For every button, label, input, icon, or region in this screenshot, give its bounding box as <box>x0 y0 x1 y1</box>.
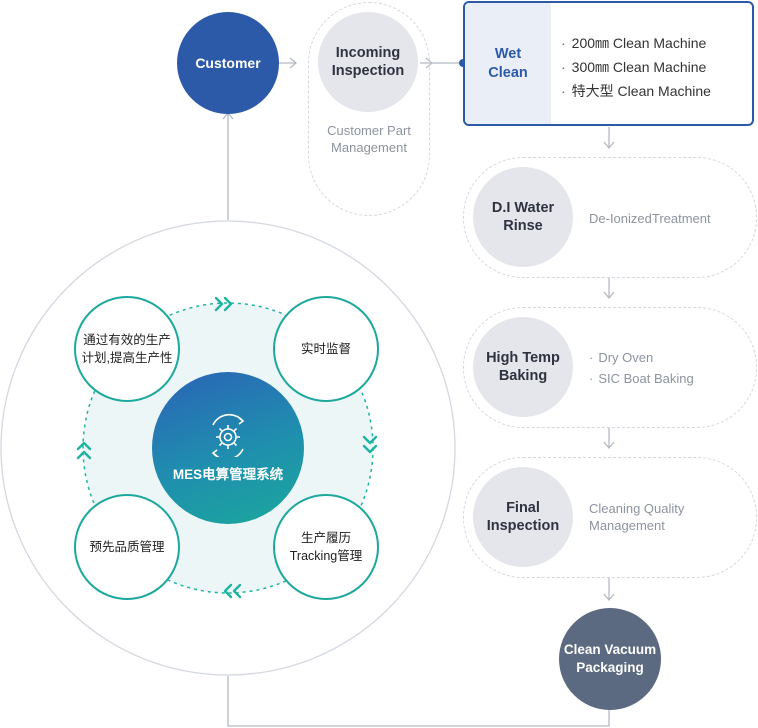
wet-clean-label: Wet Clean <box>488 45 528 81</box>
wet-clean-machine-list: 200㎜ Clean Machine 300㎜ Clean Machine 特大… <box>561 31 711 103</box>
incoming-inspection-node: Incoming Inspection <box>318 12 418 112</box>
high-temp-item: Dry Oven <box>589 347 694 368</box>
high-temp-node: High Temp Baking <box>473 317 573 417</box>
chevron-up-icon <box>76 441 92 460</box>
wet-clean-box: Wet Clean 200㎜ Clean Machine 300㎜ Clean … <box>463 1 754 126</box>
final-inspection-node: Final Inspection <box>473 467 573 567</box>
mes-quality-label: 预先品质管理 <box>89 540 165 554</box>
wet-clean-item: 300㎜ Clean Machine <box>561 55 711 79</box>
final-inspection-desc: Cleaning Quality Management <box>589 501 685 533</box>
high-temp-label: High Temp Baking <box>486 350 560 384</box>
wet-clean-title: Wet Clean <box>465 3 551 124</box>
chevron-right-icon <box>214 296 233 312</box>
mes-monitoring-node: 实时监督 <box>273 296 379 402</box>
packaging-label: Clean Vacuum Packaging <box>563 642 657 675</box>
customer-label: Customer <box>195 55 261 71</box>
high-temp-pill <box>463 307 757 428</box>
mes-tracking-node: 生产履历 Tracking管理 <box>273 494 379 600</box>
gear-cycle-icon <box>211 413 245 457</box>
packaging-node: Clean Vacuum Packaging <box>559 608 661 710</box>
mes-planning-label: 通过有效的生产 计划,提高生产性 <box>81 333 173 365</box>
mes-tracking-label: 生产履历 Tracking管理 <box>289 531 363 563</box>
final-inspection-pill <box>463 457 757 578</box>
di-water-node: D.I Water Rinse <box>473 167 573 267</box>
mes-center-node: MES电算管理系统 <box>152 372 304 524</box>
mes-planning-node: 通过有效的生产 计划,提高生产性 <box>74 296 180 402</box>
incoming-label: Incoming Inspection <box>331 45 405 79</box>
wet-clean-item: 特大型 Clean Machine <box>561 79 711 103</box>
di-water-label: D.I Water Rinse <box>491 200 555 234</box>
mes-quality-node: 预先品质管理 <box>74 494 180 600</box>
di-water-desc: De-IonizedTreatment <box>589 211 711 226</box>
mes-center-label: MES电算管理系统 <box>172 467 284 482</box>
final-inspection-label: Final Inspection <box>486 500 560 534</box>
incoming-pill <box>308 2 430 216</box>
chevron-down-icon <box>362 435 378 454</box>
customer-node: Customer <box>177 12 279 114</box>
chevron-left-icon <box>223 583 242 599</box>
incoming-desc: Customer Part Management <box>327 123 411 155</box>
high-temp-desc-list: Dry Oven SIC Boat Baking <box>589 347 694 389</box>
mes-monitoring-label: 实时监督 <box>300 342 351 356</box>
high-temp-item: SIC Boat Baking <box>589 368 693 389</box>
di-water-pill <box>463 157 757 278</box>
wet-clean-item: 200㎜ Clean Machine <box>561 31 711 55</box>
